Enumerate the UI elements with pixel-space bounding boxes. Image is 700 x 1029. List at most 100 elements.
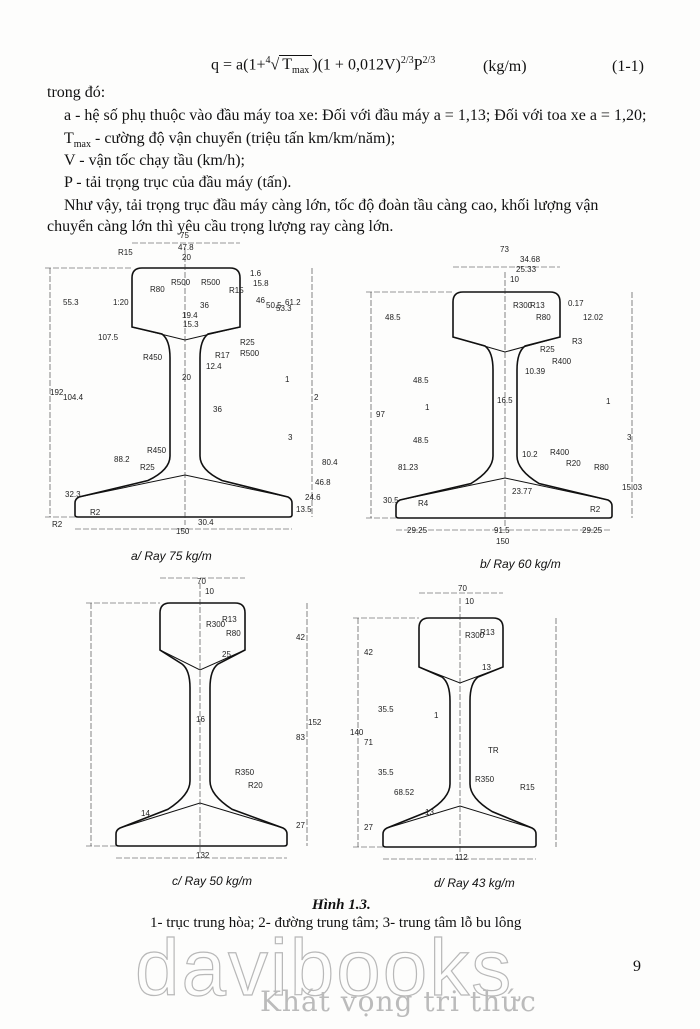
- rail-d-profile-dimension-lines: [353, 592, 557, 860]
- svg-text:112: 112: [455, 853, 468, 862]
- svg-text:35.5: 35.5: [378, 705, 394, 714]
- svg-text:13.5: 13.5: [296, 505, 312, 514]
- svg-text:27: 27: [364, 823, 373, 832]
- svg-text:12.4: 12.4: [206, 362, 222, 371]
- svg-text:70: 70: [458, 584, 467, 593]
- svg-text:80.4: 80.4: [322, 458, 338, 467]
- svg-text:107.5: 107.5: [98, 333, 119, 342]
- rail-d-dims: 70 10 R300 R13 13 42 140 35.5 71 1 TR 35…: [350, 584, 535, 862]
- caption-rail-75: a/ Ray 75 kg/m: [131, 549, 212, 563]
- svg-text:R300: R300: [513, 301, 533, 310]
- rail-b-profile-dimension-lines: [366, 266, 633, 531]
- svg-text:68.52: 68.52: [394, 788, 415, 797]
- svg-text:36: 36: [200, 301, 209, 310]
- rail-b-dims: 73 34.68 25.33 10 R300 R13 R80 0.17 12.0…: [376, 245, 643, 546]
- svg-text:R80: R80: [594, 463, 609, 472]
- svg-text:42: 42: [296, 633, 305, 642]
- svg-text:53.3: 53.3: [276, 304, 292, 313]
- svg-text:16: 16: [196, 715, 205, 724]
- watermark-slogan: Khát vọng tri thức: [260, 985, 537, 1018]
- svg-text:R300: R300: [465, 631, 485, 640]
- svg-text:R15: R15: [520, 783, 535, 792]
- caption-rail-60: b/ Ray 60 kg/m: [480, 557, 561, 571]
- svg-text:150: 150: [176, 527, 190, 536]
- svg-text:25: 25: [222, 650, 231, 659]
- svg-text:3: 3: [627, 433, 632, 442]
- svg-text:42: 42: [364, 648, 373, 657]
- svg-text:R3: R3: [572, 337, 583, 346]
- svg-text:83: 83: [296, 733, 305, 742]
- rail-c-profile-dimension-lines: [86, 577, 308, 859]
- svg-text:R15: R15: [118, 248, 133, 257]
- svg-text:R2: R2: [90, 508, 101, 517]
- svg-text:R13: R13: [222, 615, 237, 624]
- svg-text:R25: R25: [140, 463, 155, 472]
- svg-text:132: 132: [196, 851, 210, 860]
- svg-text:10: 10: [205, 587, 214, 596]
- svg-text:20: 20: [182, 253, 191, 262]
- svg-text:1:20: 1:20: [113, 298, 129, 307]
- caption-rail-50: c/ Ray 50 kg/m: [172, 874, 253, 888]
- caption-rail-43: d/ Ray 43 kg/m: [434, 876, 515, 890]
- svg-text:R20: R20: [566, 459, 581, 468]
- rail-b-profile: [395, 291, 613, 519]
- svg-text:29.25: 29.25: [582, 526, 603, 535]
- svg-text:48.5: 48.5: [385, 313, 401, 322]
- svg-text:15.3: 15.3: [183, 320, 199, 329]
- svg-text:140: 140: [350, 728, 364, 737]
- svg-text:R500: R500: [201, 278, 221, 287]
- svg-text:35.5: 35.5: [378, 768, 394, 777]
- svg-text:12.02: 12.02: [583, 313, 604, 322]
- svg-text:10.39: 10.39: [525, 367, 546, 376]
- svg-text:88.2: 88.2: [114, 455, 130, 464]
- svg-text:48.5: 48.5: [413, 436, 429, 445]
- svg-text:10.2: 10.2: [522, 450, 538, 459]
- svg-text:R400: R400: [550, 448, 570, 457]
- formula-1-1: q = a(1+4√Tmax)(1 + 0,012V)2/3P2/3: [211, 55, 436, 77]
- rail-a-profile-dimension-lines: [45, 242, 313, 530]
- rail-a-profile: [74, 267, 293, 518]
- svg-text:R17: R17: [215, 351, 230, 360]
- svg-text:55.3: 55.3: [63, 298, 79, 307]
- svg-text:47.8: 47.8: [178, 243, 194, 252]
- def-p: P - tải trọng trục của đầu máy (tấn).: [64, 174, 292, 191]
- svg-text:30.4: 30.4: [198, 518, 214, 527]
- svg-text:25.33: 25.33: [516, 265, 537, 274]
- svg-text:75: 75: [180, 231, 189, 240]
- equation-number: (1-1): [612, 58, 644, 75]
- svg-text:R450: R450: [147, 446, 167, 455]
- svg-text:TR: TR: [488, 746, 499, 755]
- svg-text:R15: R15: [229, 286, 244, 295]
- svg-text:R13: R13: [480, 628, 495, 637]
- svg-text:R80: R80: [226, 629, 241, 638]
- svg-text:20: 20: [182, 373, 191, 382]
- svg-text:2: 2: [314, 393, 319, 402]
- rail-a-dims: 75 47.8 20 R15 R80 R500 R500 R15 1:20 1.…: [50, 231, 338, 536]
- rail-b-profile-edges: [399, 336, 609, 501]
- svg-text:R400: R400: [552, 357, 572, 366]
- formula-unit: (kg/m): [483, 58, 527, 75]
- svg-text:1.6: 1.6: [250, 269, 262, 278]
- svg-text:R2: R2: [52, 520, 63, 529]
- paragraph-line-2: chuyển càng lớn thì yêu cầu trọng lượng …: [47, 218, 394, 235]
- rail-c-dims: 70 10 R300 R13 R80 25 42 16 83 152 R350 …: [141, 577, 322, 860]
- svg-text:R25: R25: [540, 345, 555, 354]
- svg-text:10: 10: [510, 275, 519, 284]
- svg-text:R80: R80: [536, 313, 551, 322]
- svg-text:1: 1: [425, 403, 430, 412]
- svg-text:73: 73: [500, 245, 509, 254]
- def-tmax: Tmax - cường độ vận chuyển (triệu tấn km…: [64, 130, 396, 151]
- figure-title: Hình 1.3.: [312, 897, 371, 913]
- svg-text:1: 1: [606, 397, 611, 406]
- svg-text:0.17: 0.17: [568, 299, 584, 308]
- svg-text:10: 10: [465, 597, 474, 606]
- svg-text:1: 1: [434, 711, 439, 720]
- svg-text:R500: R500: [171, 278, 191, 287]
- svg-text:15.8: 15.8: [253, 279, 269, 288]
- def-a: a - hệ số phụ thuộc vào đầu máy toa xe: …: [64, 107, 647, 124]
- svg-text:1: 1: [285, 375, 290, 384]
- svg-text:R2: R2: [590, 505, 601, 514]
- svg-text:13: 13: [425, 808, 434, 817]
- svg-text:36: 36: [213, 405, 222, 414]
